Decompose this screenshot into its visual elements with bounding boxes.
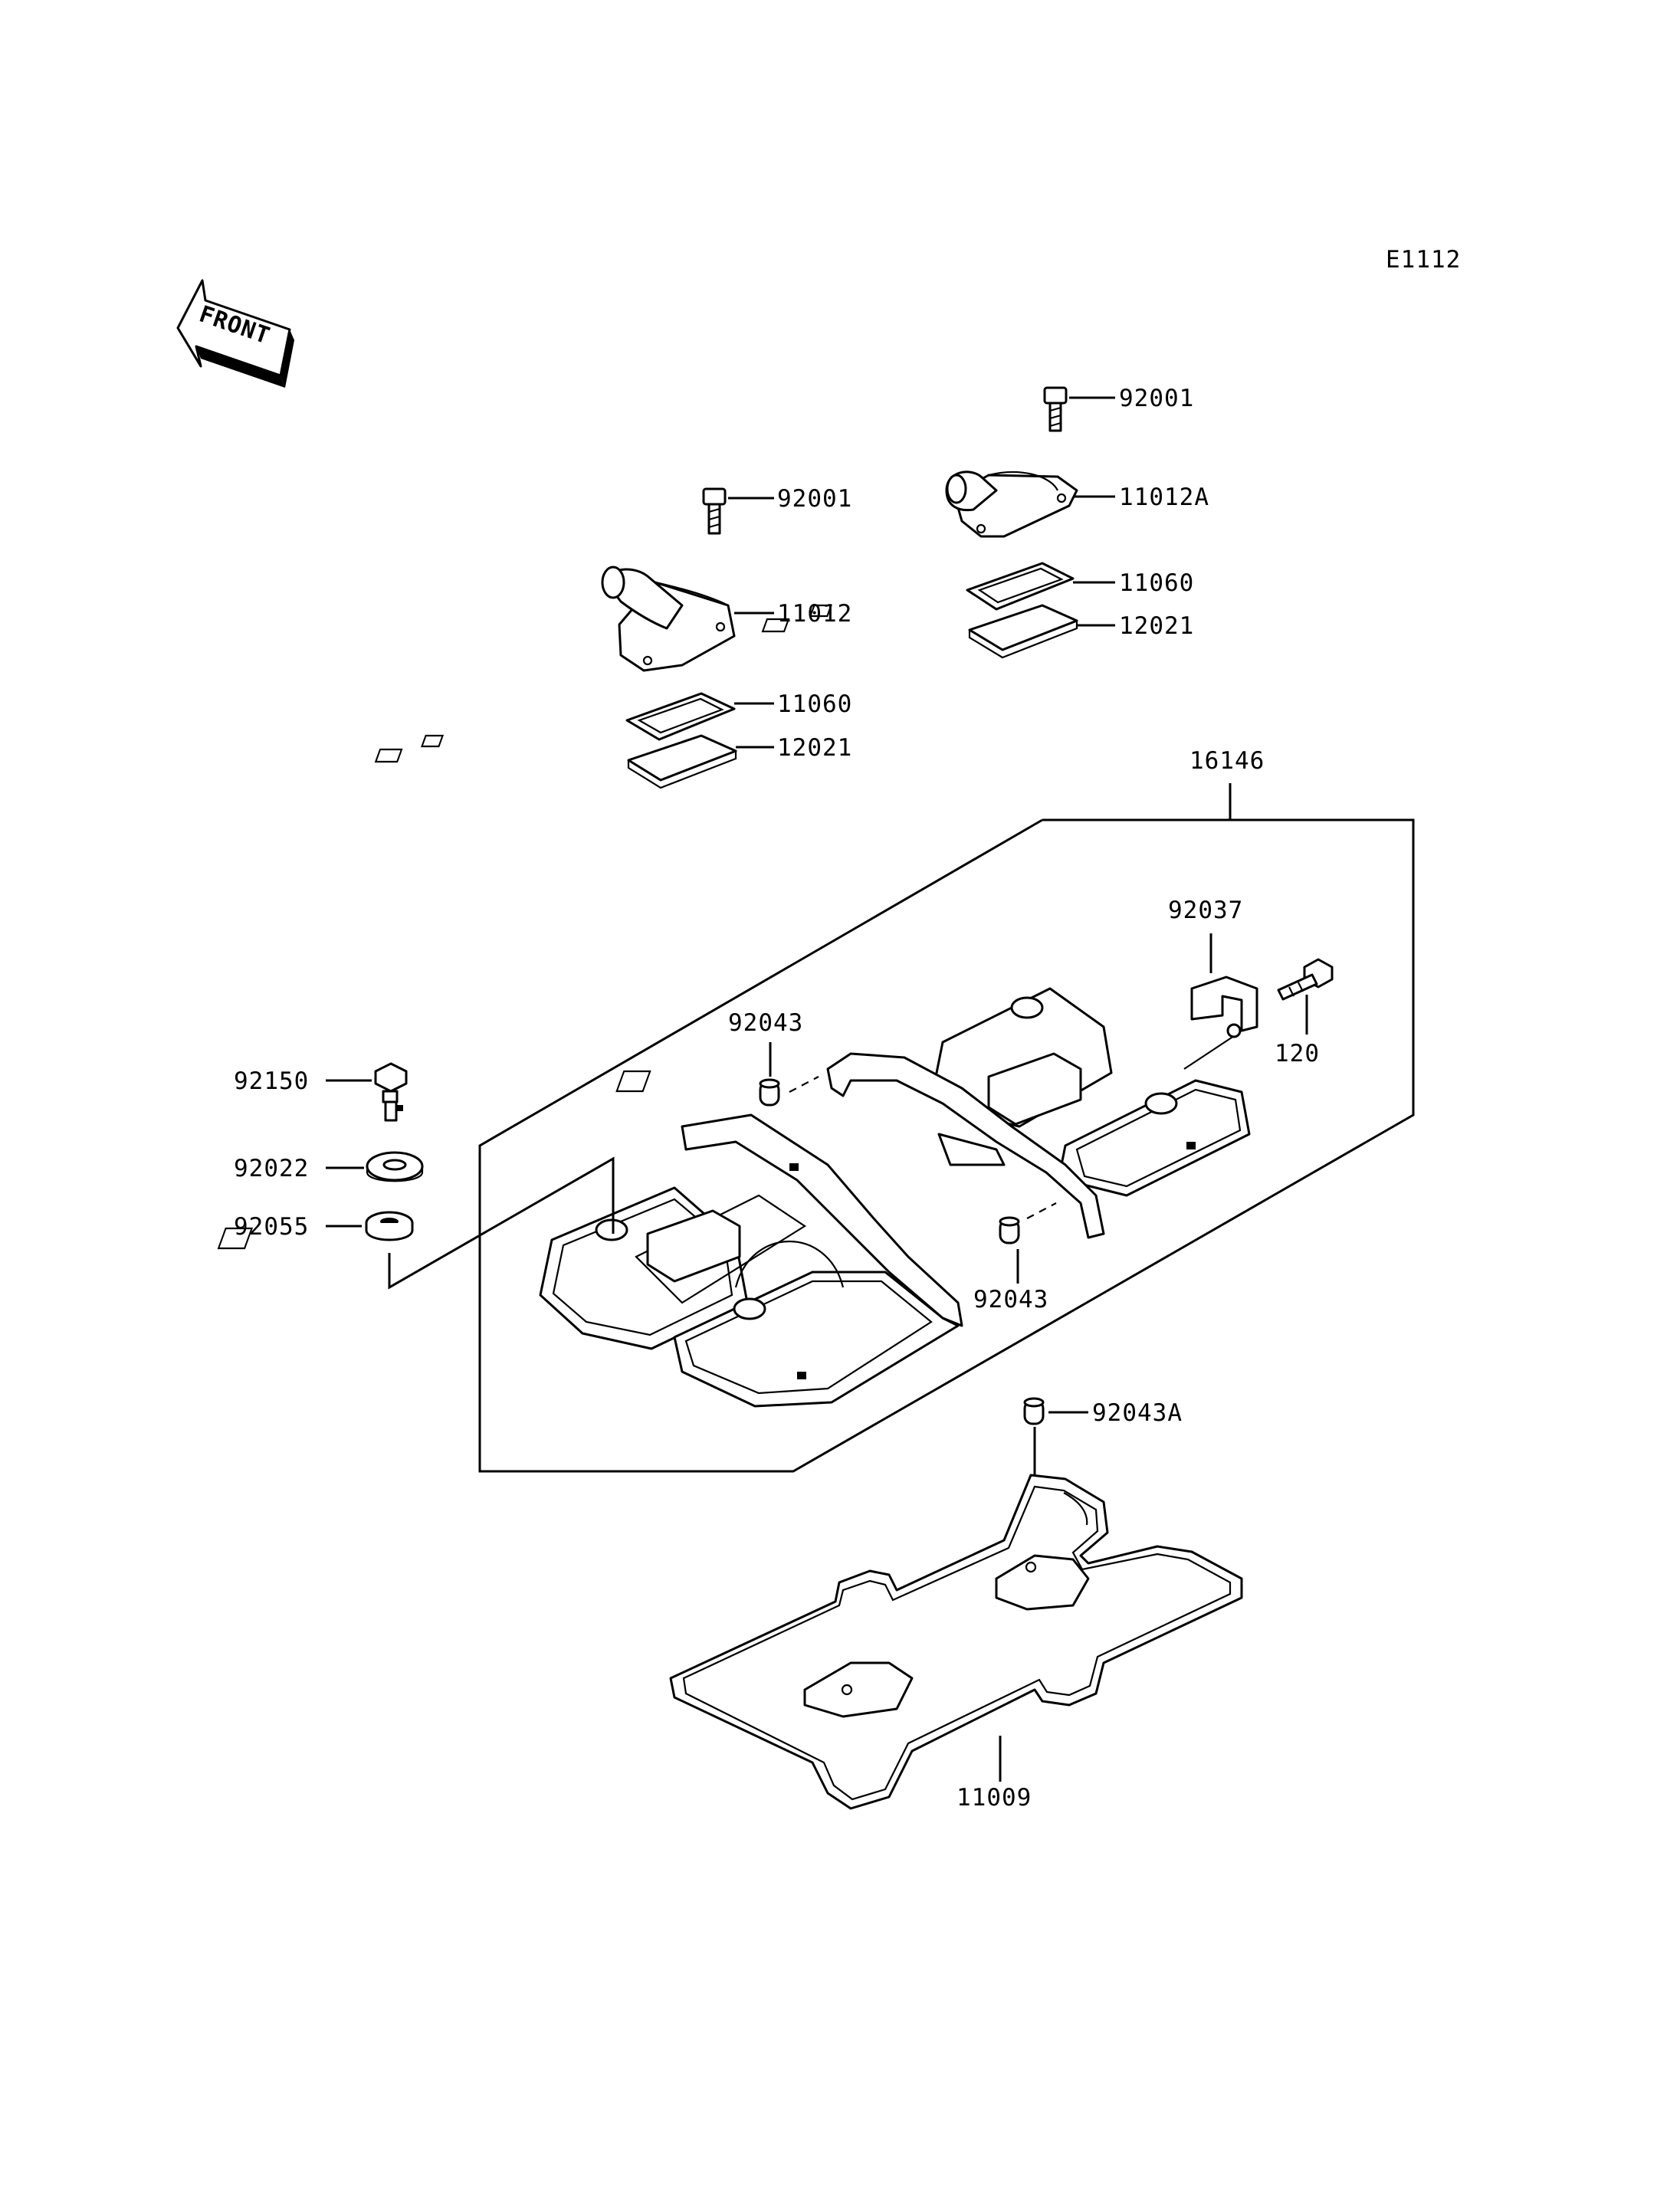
front-arrow-icon: FRONT	[176, 279, 294, 388]
bolt-icon	[702, 487, 727, 535]
label-dowel-lower: 92043	[973, 1286, 1048, 1313]
head-cover-gasket-icon	[669, 1474, 1243, 1810]
reed-plate-icon	[374, 734, 737, 789]
label-gasket-top-right: 11060	[1119, 569, 1194, 597]
bolt-icon	[1277, 958, 1334, 1001]
bracket-icon	[1190, 976, 1258, 1038]
diagram-code: E1112	[1386, 246, 1461, 274]
label-dowel-upper: 92043	[728, 1009, 803, 1037]
reed-valve-cap-icon	[945, 471, 1078, 538]
dowel-pin-icon	[759, 1078, 780, 1107]
label-bracket-bolt: 120	[1275, 1040, 1320, 1067]
label-dowel-gasket: 92043A	[1092, 1399, 1183, 1427]
gasket-icon	[966, 562, 1075, 611]
label-cap-left: 11012	[777, 600, 852, 628]
gasket-icon	[625, 692, 736, 741]
label-reed-plate-left: 12021	[777, 734, 852, 762]
label-bolt-top-right: 92001	[1119, 385, 1194, 412]
label-bolt-top-left: 92001	[777, 485, 852, 513]
grommet-icon	[365, 1211, 414, 1241]
dowel-pin-icon	[999, 1216, 1020, 1244]
head-cover-icon	[217, 987, 1251, 1408]
assembly-outline	[478, 818, 1415, 1473]
washer-icon	[366, 1151, 424, 1182]
bolt-icon	[374, 1062, 408, 1122]
leader-grommet	[388, 1156, 615, 1290]
label-head-cover-gasket: 11009	[956, 1784, 1032, 1812]
label-washer: 92022	[234, 1155, 309, 1182]
label-cap-right: 11012A	[1119, 484, 1209, 511]
label-reed-plate-right: 12021	[1119, 612, 1194, 640]
label-bracket: 92037	[1168, 897, 1243, 924]
label-gasket-top-left: 11060	[777, 690, 852, 718]
label-grommet: 92055	[234, 1213, 309, 1241]
label-head-cover-assy: 16146	[1189, 747, 1265, 775]
reed-valve-cap-icon	[601, 566, 736, 672]
label-cover-bolt: 92150	[234, 1067, 309, 1095]
dowel-pin-icon	[1023, 1397, 1045, 1425]
bolt-icon	[1043, 386, 1068, 432]
